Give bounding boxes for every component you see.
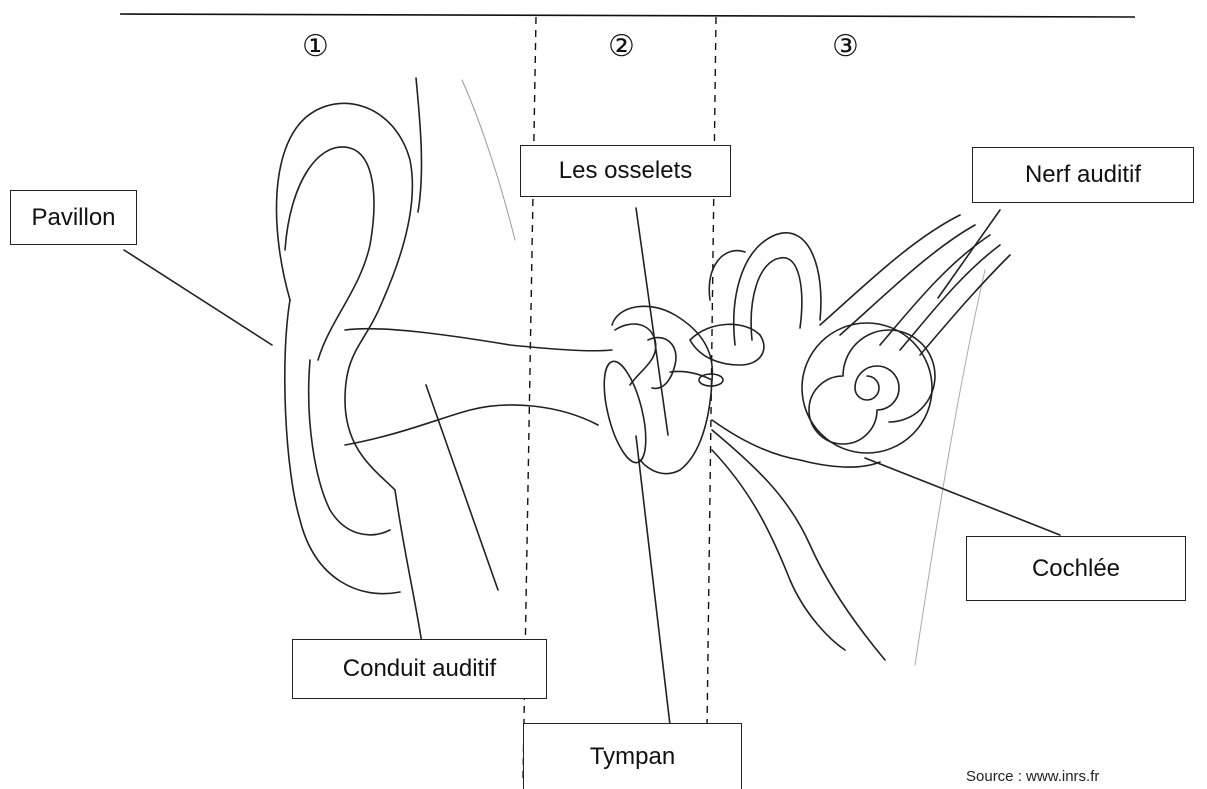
nerve-fiber-2: [840, 225, 975, 335]
leader-osselets: [636, 208, 668, 435]
leader-tympan: [636, 436, 670, 725]
leader-cochlee: [865, 458, 1060, 535]
ossicle-stapes: [670, 371, 712, 380]
label-pavillon: Pavillon: [10, 190, 137, 245]
ossicle-malleus: [615, 324, 656, 385]
head-contour: [416, 78, 422, 212]
neck-contour-faint: [915, 270, 985, 665]
source-credit: Source : www.inrs.fr: [966, 768, 1099, 785]
eardrum: [596, 357, 654, 466]
leader-nerf: [938, 210, 1000, 298]
nerve-fiber-5: [920, 255, 1010, 355]
ear-canal-lower: [345, 405, 598, 445]
semicircular-canal-1-inner: [751, 258, 802, 340]
ossicle-incus: [648, 338, 676, 389]
semicircular-canal-3: [690, 324, 764, 365]
outer-ear-antihelix: [309, 360, 390, 535]
zone-number-3: ③: [832, 29, 859, 64]
label-osselets: Les osselets: [520, 145, 731, 197]
inner-ear-bottom: [712, 430, 885, 660]
nerve-fiber-1: [820, 215, 960, 325]
semicircular-canal-2: [709, 251, 745, 300]
head-contour-faint: [462, 80, 515, 240]
label-cochlee: Cochlée: [966, 536, 1186, 601]
inner-ear-bottom-2: [712, 450, 845, 650]
outer-ear-rim: [285, 300, 400, 594]
label-conduit-auditif: Conduit auditif: [292, 639, 547, 699]
zone-number-2: ②: [608, 29, 635, 64]
leader-conduit: [426, 385, 498, 590]
label-nerf-auditif: Nerf auditif: [972, 147, 1194, 203]
nerve-fiber-4: [900, 245, 1000, 350]
label-tympan: Tympan: [523, 723, 742, 789]
semicircular-canal-1: [734, 233, 821, 345]
ear-canal-upper: [345, 329, 612, 351]
top-rule: [120, 14, 1135, 17]
inner-ear-vestibule: [712, 420, 880, 467]
zone-number-1: ①: [302, 29, 329, 64]
cochlea-spiral: [809, 330, 935, 444]
leader-pavillon: [124, 250, 272, 345]
